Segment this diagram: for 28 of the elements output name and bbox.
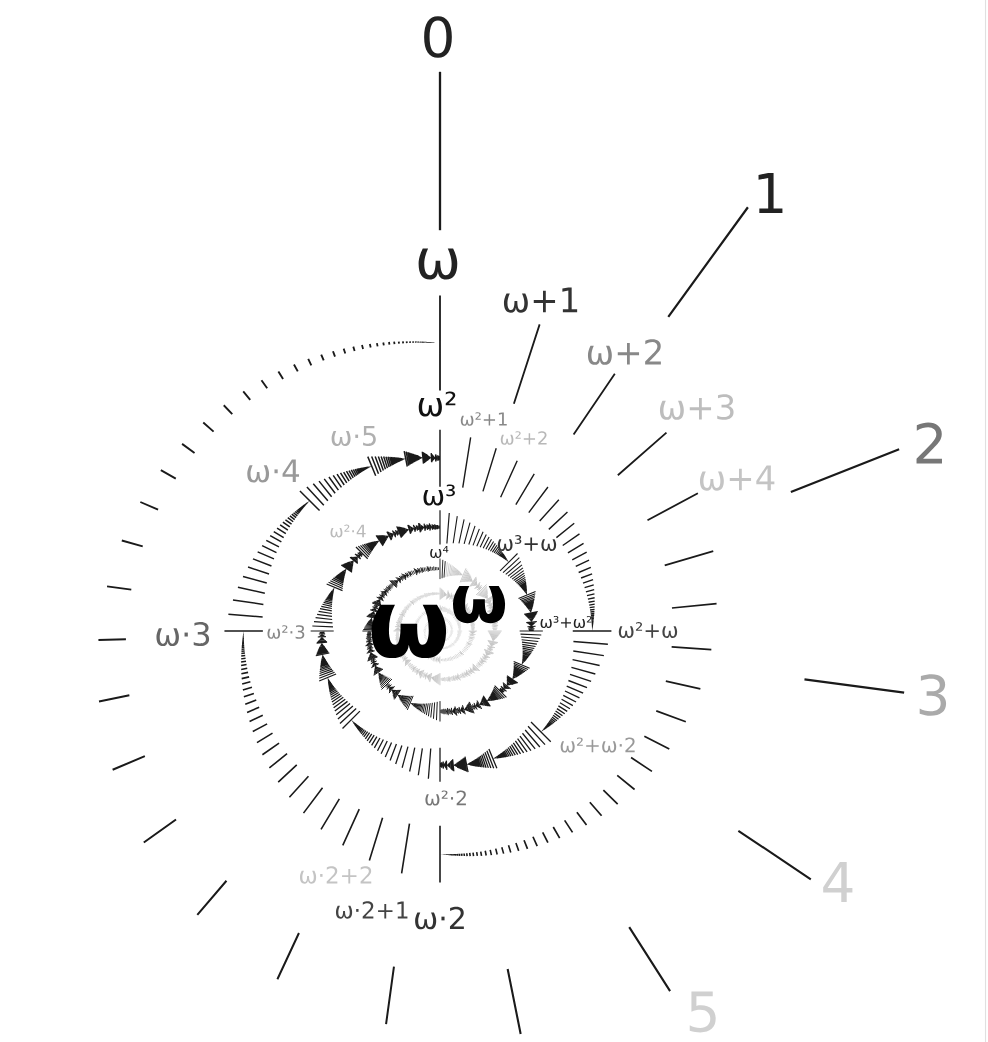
ordinal-label: ω²·2 — [425, 790, 466, 806]
ordinal-label: ω·4 — [247, 459, 299, 483]
ordinal-label: ω·2+2 — [299, 866, 372, 884]
ordinal-label: 1 — [758, 172, 783, 214]
ordinal-label: ω³+ω — [497, 535, 557, 551]
ordinal-label: ω·5 — [331, 426, 376, 447]
ordinal-label: 2 — [916, 422, 942, 464]
ordinal-label: ω²·4 — [330, 524, 366, 538]
ordinal-label: 3 — [919, 674, 947, 716]
ordinal-label: ω+4 — [699, 465, 775, 491]
ordinal-label: ω²+1 — [460, 412, 507, 426]
ordinal-label: ω — [418, 248, 458, 280]
ordinal-label: ω²·3 — [267, 625, 305, 639]
ordinal-label: ω·2+1 — [335, 901, 408, 919]
ordinal-label: ω+1 — [503, 287, 578, 313]
ordinal-label: ω·2 — [415, 906, 464, 930]
ordinal-label: ω+2 — [587, 339, 661, 365]
ordinal-label: ω+3 — [659, 394, 734, 420]
ordinal-label: ω³ — [423, 484, 455, 506]
ordinal-label: ω²+ω — [618, 622, 678, 638]
ordinal-label: ω² — [418, 391, 456, 417]
ordinal-label: ω$^{ω}$ — [371, 585, 506, 659]
ordinal-label: ω²+2 — [500, 431, 547, 445]
ordinal-label: ω²+ω·2 — [560, 737, 635, 753]
ordinal-label: ω·3 — [156, 621, 210, 647]
ordinal-label: 0 — [424, 16, 452, 58]
ordinal-label: ω⁴ — [430, 546, 449, 558]
ordinal-label: ω³+ω² — [540, 615, 592, 629]
